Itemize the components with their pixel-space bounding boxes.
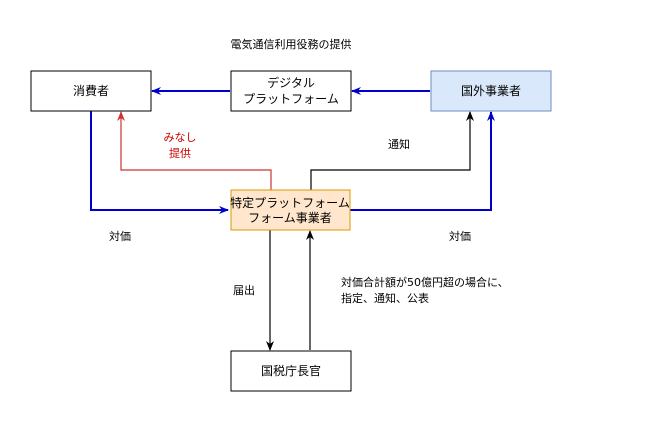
specified-platform-label-1: 特定プラットフォーム bbox=[230, 195, 350, 210]
digital-platform-label-1: デジタル bbox=[267, 75, 315, 90]
specified-platform-label-2: フォーム事業者 bbox=[248, 211, 332, 225]
service-provision-label: 電気通信利用役務の提供 bbox=[231, 37, 352, 51]
node-consumer: 消費者 bbox=[30, 70, 152, 112]
consideration-left-label: 対価 bbox=[109, 229, 131, 243]
arrow-notice bbox=[310, 111, 474, 190]
node-specified-platform: 特定プラットフォーム フォーム事業者 bbox=[230, 189, 351, 231]
arrow-deemed-provision bbox=[117, 111, 272, 190]
node-tax-agency: 国税庁長官 bbox=[230, 350, 352, 392]
condition-label-1: 対価合計額が50億円超の場合に、 bbox=[341, 275, 509, 289]
digital-platform-label-2: プラットフォーム bbox=[243, 92, 339, 106]
deemed-label-2: 提供 bbox=[169, 146, 191, 160]
tax-agency-label: 国税庁長官 bbox=[261, 363, 321, 378]
consideration-right-label: 対価 bbox=[449, 229, 471, 243]
node-foreign-business: 国外事業者 bbox=[430, 70, 552, 112]
notice-label: 通知 bbox=[388, 137, 410, 151]
filing-label: 届出 bbox=[233, 283, 255, 297]
arrow-specified-to-foreign bbox=[350, 111, 495, 211]
consumer-label: 消費者 bbox=[73, 83, 109, 98]
node-digital-platform: デジタル プラットフォーム bbox=[230, 70, 352, 112]
arrow-consumer-to-specified bbox=[90, 111, 229, 214]
deemed-label-1: みなし bbox=[164, 131, 197, 144]
condition-label-2: 指定、通知、公表 bbox=[341, 291, 429, 305]
foreign-business-label: 国外事業者 bbox=[461, 84, 521, 98]
